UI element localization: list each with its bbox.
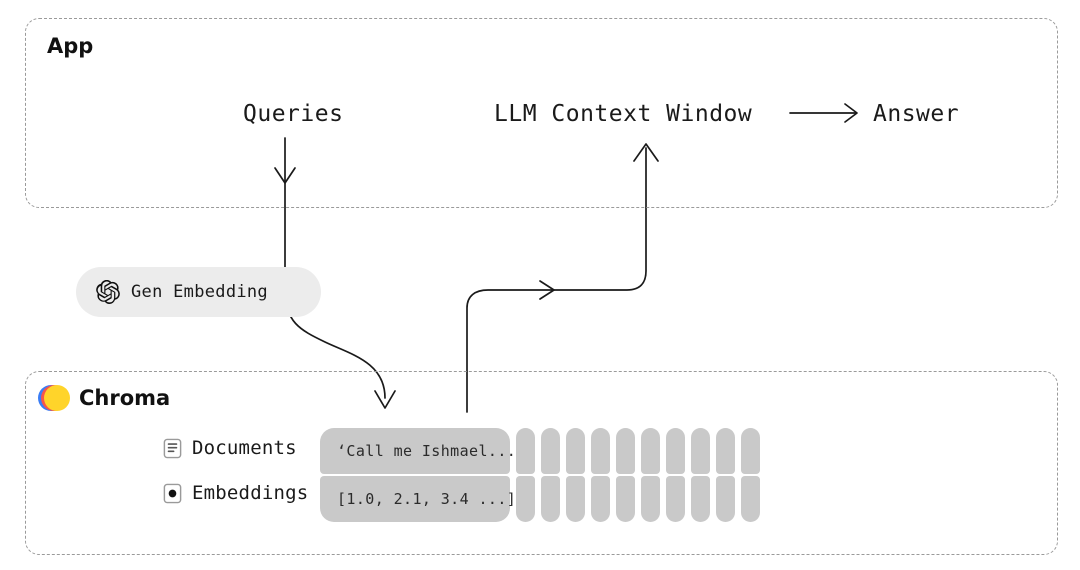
pill-document — [566, 428, 585, 474]
pill-document — [591, 428, 610, 474]
chroma-region-title: Chroma — [79, 386, 171, 410]
pill-document — [691, 428, 710, 474]
queries-end-arrowhead — [374, 390, 396, 409]
pill-embedding — [516, 476, 535, 522]
gen-embedding-label: Gen Embedding — [131, 282, 268, 302]
chroma-row-label-documents: Documents — [192, 437, 297, 459]
pill-column — [741, 428, 760, 522]
pill-column — [641, 428, 660, 522]
document-icon — [163, 438, 182, 458]
pill-embedding — [541, 476, 560, 522]
embedding-dot-icon — [163, 483, 182, 503]
pill-column — [691, 428, 710, 522]
retrieval-end-arrowhead — [633, 143, 659, 162]
chroma-record-pill-grid — [516, 428, 760, 522]
pill-embedding — [566, 476, 585, 522]
pill-column — [716, 428, 735, 522]
pill-document — [741, 428, 760, 474]
openai-logo-icon — [96, 280, 120, 304]
pill-column — [541, 428, 560, 522]
pill-embedding — [741, 476, 760, 522]
chroma-row-documents: Documents — [162, 437, 297, 459]
pill-column — [616, 428, 635, 522]
pill-embedding — [666, 476, 685, 522]
pill-document — [641, 428, 660, 474]
pill-document — [516, 428, 535, 474]
chroma-value-embeddings: [1.0, 2.1, 3.4 ...] — [320, 476, 516, 522]
pill-embedding — [716, 476, 735, 522]
pill-column — [591, 428, 610, 522]
pill-embedding — [691, 476, 710, 522]
retrieval-flow-path — [466, 147, 647, 413]
answer-arrowhead — [844, 103, 858, 123]
chroma-row-embeddings: Embeddings — [162, 482, 308, 504]
chroma-value-documents: ‘Call me Ishmael... — [320, 428, 516, 474]
retrieval-mid-arrowhead — [539, 280, 555, 300]
chroma-row-label-embeddings: Embeddings — [192, 482, 309, 504]
gen-embedding-node[interactable]: Gen Embedding — [76, 267, 321, 317]
queries-mid-arrowhead — [274, 167, 296, 184]
pill-column — [566, 428, 585, 522]
pill-embedding — [591, 476, 610, 522]
pill-embedding — [641, 476, 660, 522]
answer-label: Answer — [873, 101, 960, 127]
pill-document — [541, 428, 560, 474]
app-region-title: App — [47, 34, 94, 58]
pill-document — [716, 428, 735, 474]
pill-embedding — [616, 476, 635, 522]
queries-label: Queries — [243, 101, 344, 127]
pill-column — [516, 428, 535, 522]
chroma-logo-icon — [38, 385, 70, 411]
pill-document — [666, 428, 685, 474]
app-region — [25, 18, 1058, 208]
pill-document — [616, 428, 635, 474]
chroma-brand: Chroma — [38, 385, 170, 411]
pill-column — [666, 428, 685, 522]
chroma-region — [25, 371, 1058, 555]
llm-context-window-label: LLM Context Window — [494, 101, 753, 127]
